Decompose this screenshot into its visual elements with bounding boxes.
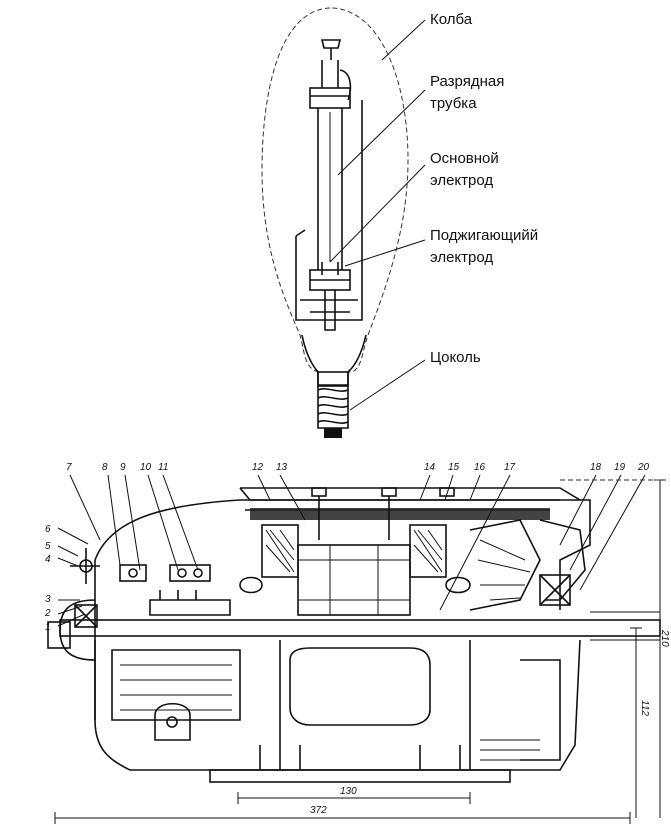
fan — [469, 519, 586, 611]
mounting-feet — [209, 769, 511, 783]
part-number-20: 20 — [637, 462, 650, 473]
part-number-13: 13 — [276, 462, 288, 473]
label-main-electrode-1: Основной — [430, 150, 499, 167]
part-number-2: 2 — [44, 608, 51, 619]
label-main-electrode-2: электрод — [430, 172, 493, 189]
bulb-outline — [261, 7, 409, 373]
part-number-14: 14 — [424, 462, 436, 473]
part-number-5: 5 — [45, 541, 51, 552]
part-number-1: 1 — [45, 622, 51, 633]
part-number-15: 15 — [448, 462, 460, 473]
part-number-10: 10 — [140, 462, 152, 473]
part-number-11: 11 — [158, 462, 168, 473]
part-number-17: 17 — [504, 462, 516, 473]
dim-feet-spacing: 130 — [340, 786, 357, 797]
terminal-box — [239, 487, 560, 511]
rotor — [297, 544, 411, 616]
leader-tube — [337, 89, 426, 176]
part-number-19: 19 — [614, 462, 626, 473]
label-bulb: Колба — [430, 11, 473, 28]
support-frame — [295, 100, 363, 321]
part-number-8: 8 — [102, 462, 108, 473]
part-number-4: 4 — [45, 554, 51, 565]
motor-drawing: 1 2 3 4 5 6 7 8 9 10 11 12 13 14 15 16 1… — [44, 462, 670, 824]
leader-main-electrode — [329, 164, 426, 263]
part-number-6: 6 — [45, 524, 51, 535]
shaft — [59, 619, 661, 637]
label-ignition-electrode-2: электрод — [430, 249, 493, 266]
label-base: Цоколь — [430, 349, 481, 366]
part-number-16: 16 — [474, 462, 486, 473]
top-bolts — [311, 487, 455, 540]
left-end-shield — [47, 548, 231, 720]
screw-base — [317, 371, 349, 438]
part-number-9: 9 — [120, 462, 126, 473]
dim-shaft-height: 112 — [639, 700, 650, 716]
label-ignition-electrode-1: Поджигающийй — [430, 227, 538, 244]
lamp-drawing: Колба Разрядная трубка Основной электрод… — [261, 7, 538, 438]
label-tube-1: Разрядная — [430, 73, 504, 90]
part-number-12: 12 — [252, 462, 264, 473]
dimension-lines — [54, 479, 666, 824]
leader-ignition-electrode — [344, 239, 426, 267]
label-tube-2: трубка — [430, 95, 477, 112]
part-number-18: 18 — [590, 462, 602, 473]
leader-base — [349, 359, 426, 411]
part-number-7: 7 — [66, 462, 72, 473]
discharge-tube — [300, 60, 358, 331]
bulb-neck — [301, 334, 367, 386]
leader-bulb — [381, 19, 426, 61]
dim-total-length: 372 — [310, 805, 327, 816]
dim-overall-height: 210 — [659, 629, 670, 647]
stator-windings — [261, 524, 447, 578]
part-number-3: 3 — [45, 594, 51, 605]
